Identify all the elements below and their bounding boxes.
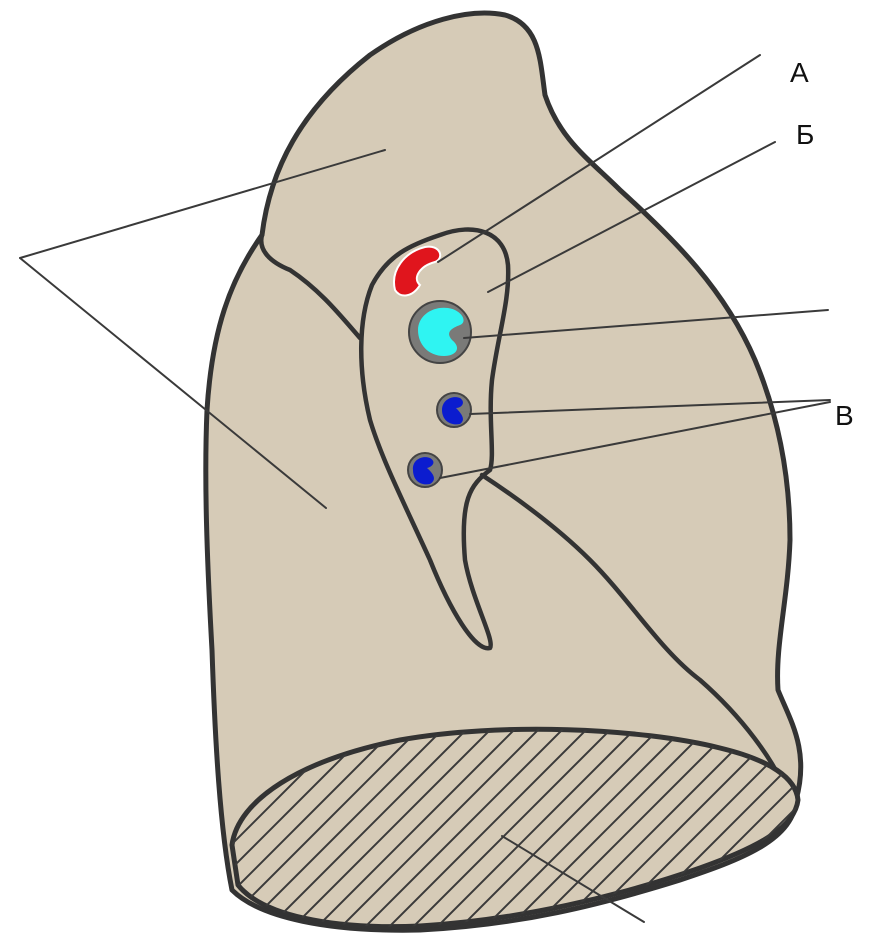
hatch-line: [0, 720, 140, 938]
hatch-line: [0, 720, 68, 938]
hatch-line: [0, 720, 164, 938]
vein-light: [409, 301, 471, 363]
label-b: Б: [796, 119, 814, 150]
bronchus-lower: [408, 453, 442, 487]
hatch-line: [0, 720, 188, 938]
hatch-line: [808, 720, 875, 938]
hatch-line: [0, 720, 92, 938]
hatch-line: [0, 720, 20, 938]
hatch-line: [856, 720, 875, 938]
hatch-line: [0, 720, 116, 938]
hatch-line: [0, 720, 44, 938]
hatch-line: [832, 720, 875, 938]
label-v: В: [835, 400, 854, 431]
hatch-line: [0, 720, 212, 938]
label-a: А: [790, 57, 809, 88]
hatch-line: [16, 720, 236, 938]
bronchus-upper: [437, 393, 471, 427]
